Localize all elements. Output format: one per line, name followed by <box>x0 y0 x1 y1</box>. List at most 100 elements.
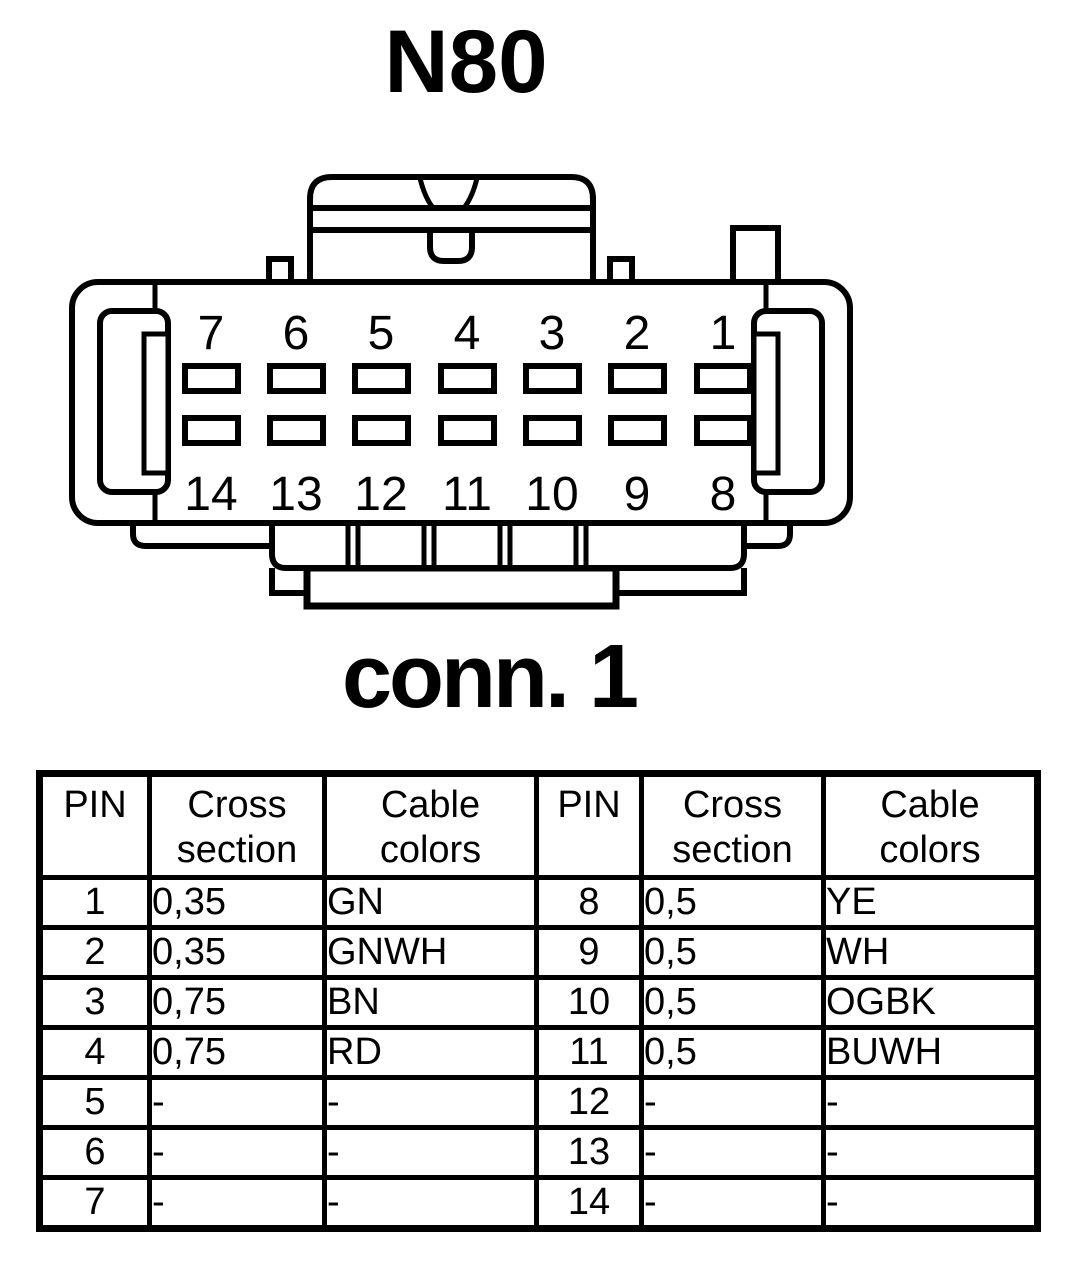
cell-cable-colors: - <box>322 1125 539 1180</box>
cell-cross-section: 0,75 <box>147 1025 327 1080</box>
table-row: 6 - - 13 - - <box>37 1125 1040 1180</box>
cell-pin: 5 <box>37 1075 152 1130</box>
body-inner-lines <box>152 283 769 522</box>
cell-pin: 11 <box>534 1025 644 1080</box>
pin-cavities <box>182 363 753 446</box>
cell-cross-section: 0,5 <box>639 925 826 980</box>
pin-cavity <box>608 363 667 394</box>
cell-pin: 13 <box>534 1125 644 1180</box>
cell-cable-colors: GNWH <box>322 925 539 980</box>
pin-cavity <box>694 363 753 394</box>
cell-pin: 6 <box>37 1125 152 1180</box>
cell-cross-section: 0,5 <box>639 1025 826 1080</box>
connector-latch <box>307 174 596 282</box>
cell-pin: 1 <box>37 875 152 930</box>
header-label: PIN <box>63 784 127 826</box>
table-row: 1 0,35 GN 8 0,5 YE <box>37 875 1040 930</box>
header-cross-section-left: Cross section <box>147 771 327 880</box>
cell-cable-colors: - <box>821 1075 1040 1130</box>
table-row: 3 0,75 BN 10 0,5 OGBK <box>37 975 1040 1030</box>
pin-number: 2 <box>624 307 651 360</box>
diagram-title: N80 <box>384 11 548 111</box>
pin-cavity <box>523 415 582 446</box>
pin-number: 1 <box>710 307 737 360</box>
pin-cavity <box>608 415 667 446</box>
cell-cross-section: 0,75 <box>147 975 327 1030</box>
table-row: 4 0,75 RD 11 0,5 BUWH <box>37 1025 1040 1080</box>
pin-numbers-top: 7 6 5 4 3 2 1 <box>198 307 737 360</box>
header-cable-colors-right: Cable colors <box>821 771 1040 880</box>
cell-cross-section: - <box>639 1125 826 1180</box>
pin-number: 13 <box>269 468 322 521</box>
cell-cable-colors: - <box>821 1125 1040 1180</box>
connector-caption: conn. 1 <box>341 627 639 727</box>
cell-pin: 8 <box>534 875 644 930</box>
cell-cable-colors: WH <box>821 925 1040 980</box>
step-bottom <box>303 564 620 610</box>
cell-pin: 7 <box>37 1175 152 1231</box>
cell-cross-section: 0,35 <box>147 875 327 930</box>
table-header-row: PIN Cross section Cable colors PIN Cross… <box>37 771 1040 880</box>
cell-cable-colors: GN <box>322 875 539 930</box>
top-tab <box>730 225 781 286</box>
header-label: Cross section <box>176 784 298 871</box>
cell-cross-section: - <box>147 1125 327 1180</box>
step-left <box>130 523 275 549</box>
latch-notch <box>427 230 475 264</box>
pin-cavity <box>182 415 241 446</box>
cell-pin: 10 <box>534 975 644 1030</box>
cell-cable-colors: YE <box>821 875 1040 930</box>
pin-number: 6 <box>283 307 310 360</box>
pin-numbers-bottom: 14 13 12 11 10 9 8 <box>184 468 736 521</box>
latch-groove-left <box>417 177 436 210</box>
cell-cross-section: 0,35 <box>147 925 327 980</box>
cell-pin: 12 <box>534 1075 644 1130</box>
pin-cavity <box>438 415 497 446</box>
pin-cavity <box>523 363 582 394</box>
header-label: Cross section <box>672 784 793 871</box>
cell-pin: 2 <box>37 925 152 980</box>
cell-cross-section: 0,5 <box>639 875 826 930</box>
cell-cross-section: - <box>147 1075 327 1130</box>
cell-cross-section: 0,5 <box>639 975 826 1030</box>
pin-number: 14 <box>184 468 237 521</box>
pin-cavity <box>438 363 497 394</box>
header-label: Cable colors <box>879 784 981 871</box>
step-right <box>730 523 793 549</box>
pin-cavity <box>352 363 411 394</box>
header-label: Cable colors <box>379 784 482 871</box>
header-pin-left: PIN <box>37 771 152 880</box>
step-comb-lines <box>345 523 589 566</box>
pin-cavity <box>182 363 241 394</box>
cell-pin: 4 <box>37 1025 152 1080</box>
cell-cable-colors: RD <box>322 1025 539 1080</box>
cell-pin: 9 <box>534 925 644 980</box>
left-slot <box>97 308 171 495</box>
pin-number: 4 <box>454 307 481 360</box>
cell-cable-colors: - <box>322 1175 539 1231</box>
right-slot <box>751 308 825 495</box>
header-cable-colors-left: Cable colors <box>322 771 539 880</box>
pin-cavity <box>267 415 326 446</box>
cell-cable-colors: BN <box>322 975 539 1030</box>
pin-number: 5 <box>368 307 395 360</box>
table-row: 2 0,35 GNWH 9 0,5 WH <box>37 925 1040 980</box>
cell-cross-section: - <box>639 1075 826 1130</box>
pin-number: 8 <box>710 468 737 521</box>
pin-number: 7 <box>198 307 225 360</box>
cell-cable-colors: BUWH <box>821 1025 1040 1080</box>
cell-cable-colors: OGBK <box>821 975 1040 1030</box>
table-row: 7 - - 14 - - <box>37 1175 1040 1231</box>
pin-cavity <box>694 415 753 446</box>
pin-number: 9 <box>624 468 651 521</box>
cell-pin: 3 <box>37 975 152 1030</box>
pin-cavity <box>267 363 326 394</box>
connector-bottom-steps <box>130 523 793 610</box>
step-mid-right <box>613 568 747 596</box>
connector-diagram: 7 6 5 4 3 2 1 14 13 12 11 10 9 8 <box>69 174 853 610</box>
header-pin-right: PIN <box>534 771 644 880</box>
header-cross-section-right: Cross section <box>639 771 826 880</box>
latch-groove-right <box>461 177 480 210</box>
cell-cable-colors: - <box>821 1175 1040 1231</box>
